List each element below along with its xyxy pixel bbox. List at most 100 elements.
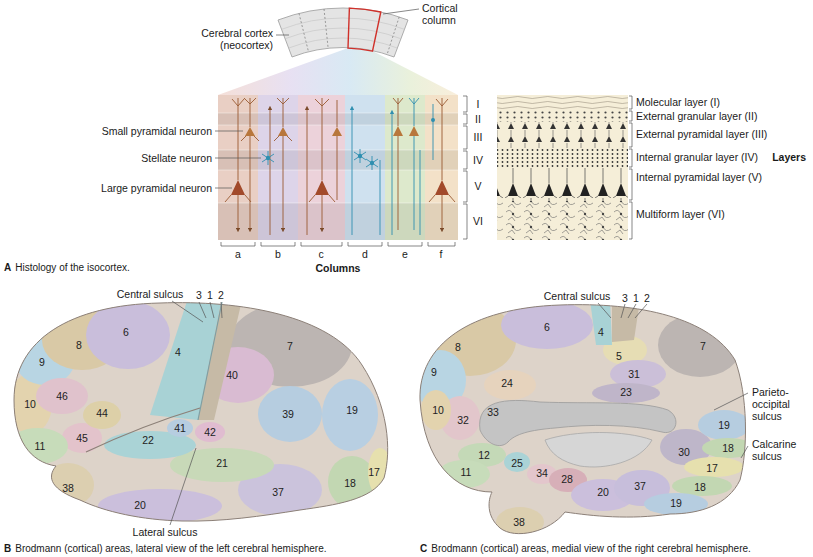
brain-medial-part — [598, 303, 748, 458]
area-number: 20 — [134, 499, 146, 511]
column-diagram-part-part — [393, 98, 403, 230]
histology-section-part — [497, 201, 628, 240]
brain-lateral-part — [14, 303, 388, 521]
layer-label: External granular layer (II) — [636, 110, 757, 122]
column-diagram-part — [225, 98, 455, 235]
panel-letter: A — [4, 262, 11, 274]
area-number: 33 — [487, 406, 499, 418]
brain-lateral-part-part — [98, 489, 222, 523]
callout-label: Small pyramidal neuron — [102, 125, 212, 137]
column-diagram-part-part — [409, 98, 419, 230]
area-number: 31 — [628, 368, 640, 380]
column-diagram-part-part — [322, 195, 323, 230]
column-diagram-part-part — [270, 108, 271, 235]
area-number: 18 — [694, 481, 706, 493]
histology-section-part — [629, 96, 632, 239]
area-number: 1 — [207, 289, 213, 301]
area-number: 1 — [633, 292, 639, 304]
caption-text: Brodmann (cortical) areas, lateral view … — [15, 543, 326, 555]
layer-numeral: I — [477, 98, 480, 110]
column-diagram-part-part — [354, 149, 366, 163]
column-diagram-part — [409, 126, 419, 136]
brain-lateral-part-part — [0, 290, 400, 530]
column-diagram-part — [431, 118, 435, 122]
brain-medial-part-part — [658, 313, 742, 377]
callout-label: Stellate neuron — [141, 152, 212, 164]
brain-lateral-part-part — [258, 386, 322, 442]
layer-numeral: II — [475, 113, 481, 125]
area-number: 46 — [56, 390, 68, 402]
axis-heading: Layers — [772, 151, 806, 163]
histology-section-part — [497, 110, 628, 122]
column-diagram-part-part — [380, 160, 381, 235]
area-number: 19 — [670, 497, 682, 509]
area-number: 8 — [455, 341, 461, 353]
area-number: 38 — [513, 516, 525, 528]
cortex-arc-part — [218, 48, 458, 95]
column-diagram-part-part — [337, 100, 338, 200]
layer-label: Internal pyramidal layer (V) — [636, 171, 762, 183]
column-diagram-part-part — [392, 112, 393, 235]
layer-label: External pyramidal layer (III) — [636, 128, 767, 140]
layer-numeral: VI — [473, 215, 483, 227]
column-diagram-part — [218, 203, 458, 240]
brain-medial-part-part — [702, 438, 754, 458]
brain-medial-part-part — [421, 390, 451, 430]
brain-lateral-part-part — [42, 463, 94, 507]
histology-section-part — [497, 168, 628, 201]
cortex-arc-part — [278, 8, 408, 57]
area-number: 2 — [218, 289, 224, 301]
area-number: 17 — [706, 462, 718, 474]
layer-numeral: III — [474, 131, 483, 143]
column-letter: f — [440, 248, 443, 260]
brain-lateral-part — [0, 290, 400, 530]
column-letter: a — [235, 248, 241, 260]
area-number: 2 — [644, 292, 650, 304]
brain-medial-part-part — [504, 452, 530, 472]
area-number: 40 — [226, 369, 238, 381]
column-letter: b — [275, 248, 281, 260]
area-number: 41 — [174, 422, 186, 434]
area-number: 10 — [432, 404, 444, 416]
layer-label: Internal granular layer (IV) — [636, 151, 758, 163]
brain-medial-part-part — [592, 383, 660, 403]
area-number: 8 — [76, 339, 82, 351]
area-number: 19 — [718, 419, 730, 431]
area-number: 20 — [597, 486, 609, 498]
column-diagram-part-part — [307, 108, 308, 235]
brain-medial-part-part — [501, 301, 593, 349]
panel-letter: B — [4, 543, 11, 555]
area-number: 18 — [344, 477, 356, 489]
brain-medial-part — [410, 290, 760, 540]
sulcus-label: Calcarine sulcus — [752, 438, 808, 462]
axis-heading: Columns — [316, 262, 361, 274]
brain-medial-part-part — [484, 370, 536, 400]
sulcus-label: Parieto-occipital sulcus — [752, 386, 808, 422]
area-number: 19 — [346, 404, 358, 416]
histology-section-part — [497, 122, 628, 148]
area-number: 22 — [142, 434, 154, 446]
sulcus-label: Central sulcus — [117, 288, 184, 300]
area-number: 37 — [272, 486, 284, 498]
column-diagram-part — [218, 150, 458, 170]
area-number: 30 — [678, 446, 690, 458]
area-number: 37 — [634, 480, 646, 492]
column-diagram-part-part — [250, 136, 251, 230]
panel-letter: C — [420, 543, 427, 555]
callout-label: Cerebral cortex (neocortex) — [178, 27, 273, 51]
brain-medial-part-part — [410, 290, 760, 540]
column-letter: d — [362, 248, 368, 260]
area-number: 6 — [544, 321, 550, 333]
brain-medial-part — [420, 305, 746, 534]
area-number: 25 — [511, 457, 523, 469]
column-diagram-part-part — [238, 195, 239, 230]
brain-lateral-part — [170, 301, 222, 525]
callout-label: Cortical column — [422, 2, 470, 26]
brain-lateral-part-part — [195, 422, 225, 442]
brain-medial-part — [545, 433, 652, 467]
column-diagram-part — [358, 154, 362, 158]
area-number: 23 — [620, 386, 632, 398]
